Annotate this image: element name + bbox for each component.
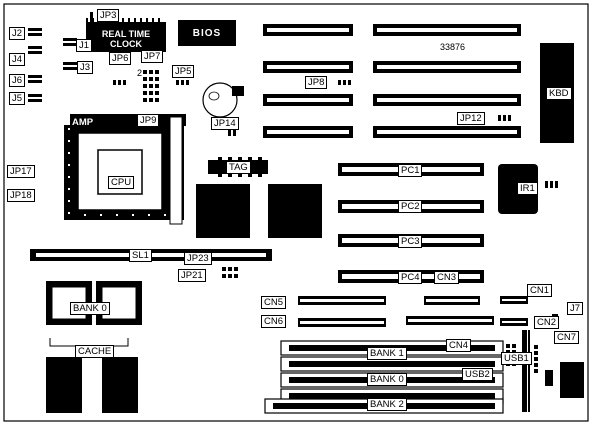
- cn4-label: CN4: [446, 339, 472, 352]
- cn2-label: CN2: [534, 316, 560, 329]
- cn6-label: CN6: [261, 315, 287, 328]
- cpu-socket: [64, 114, 186, 225]
- cn5-label: CN5: [261, 296, 287, 309]
- jp3-label: JP3: [97, 9, 120, 22]
- jp18-label: JP18: [7, 189, 35, 202]
- real-time-clock-label: REAL TIME CLOCK: [101, 29, 151, 49]
- amp-label: AMP: [72, 117, 94, 128]
- cache-label: CACHE: [75, 345, 115, 358]
- sl1-label: SL1: [129, 249, 152, 262]
- bank1-label: BANK 1: [367, 347, 407, 360]
- jp7-label: JP7: [141, 50, 164, 63]
- jp5-label: JP5: [172, 65, 195, 78]
- jp8-label: JP8: [305, 76, 328, 89]
- header-pins-left: [28, 28, 77, 102]
- jp23-label: JP23: [184, 252, 212, 265]
- j4-label: J4: [9, 53, 26, 66]
- jumper-blocks: [113, 70, 511, 136]
- bios-chip: [178, 20, 236, 46]
- cpu-label: CPU: [108, 176, 135, 189]
- cn1-label: CN1: [527, 284, 553, 297]
- bank2-label: BANK 2: [367, 398, 407, 411]
- jp14-label: JP14: [211, 117, 239, 130]
- cn-headers: [298, 296, 558, 328]
- jp21-label: JP21: [178, 269, 206, 282]
- jp12-label: JP12: [457, 112, 485, 125]
- j3-label: J3: [77, 61, 94, 74]
- cache-chips: [46, 281, 142, 413]
- cn7-label: CN7: [554, 331, 580, 344]
- battery: [202, 82, 244, 118]
- pc4-label: PC4: [398, 271, 423, 284]
- simm-bank0-label: BANK 0: [367, 373, 407, 386]
- pin-number-label: 2: [137, 68, 143, 78]
- kbd-label: KBD: [546, 87, 572, 100]
- pc1-label: PC1: [398, 164, 423, 177]
- board-number: 33876: [440, 42, 466, 52]
- tag-label: TAG: [226, 161, 251, 174]
- chipset: [196, 184, 322, 238]
- real-time-clock-chip: [86, 22, 166, 52]
- j1-label: J1: [76, 39, 93, 52]
- pc3-label: PC3: [398, 235, 423, 248]
- j6-label: J6: [9, 74, 26, 87]
- usb2-label: USB2: [462, 368, 493, 381]
- bios-label: BIOS: [192, 27, 222, 39]
- usb1-label: USB1: [501, 352, 532, 365]
- isa-slots: [263, 24, 521, 138]
- jp17-label: JP17: [7, 165, 35, 178]
- ir1-label: IR1: [517, 182, 538, 195]
- jp6-label: JP6: [109, 52, 132, 65]
- j2-label: J2: [9, 27, 26, 40]
- jp9-label: JP9: [137, 114, 160, 127]
- pc2-label: PC2: [398, 200, 423, 213]
- cn3-label: CN3: [434, 271, 460, 284]
- j7-label: J7: [567, 302, 584, 315]
- cache-bank0-label: BANK 0: [70, 302, 110, 315]
- j5-label: J5: [9, 92, 26, 105]
